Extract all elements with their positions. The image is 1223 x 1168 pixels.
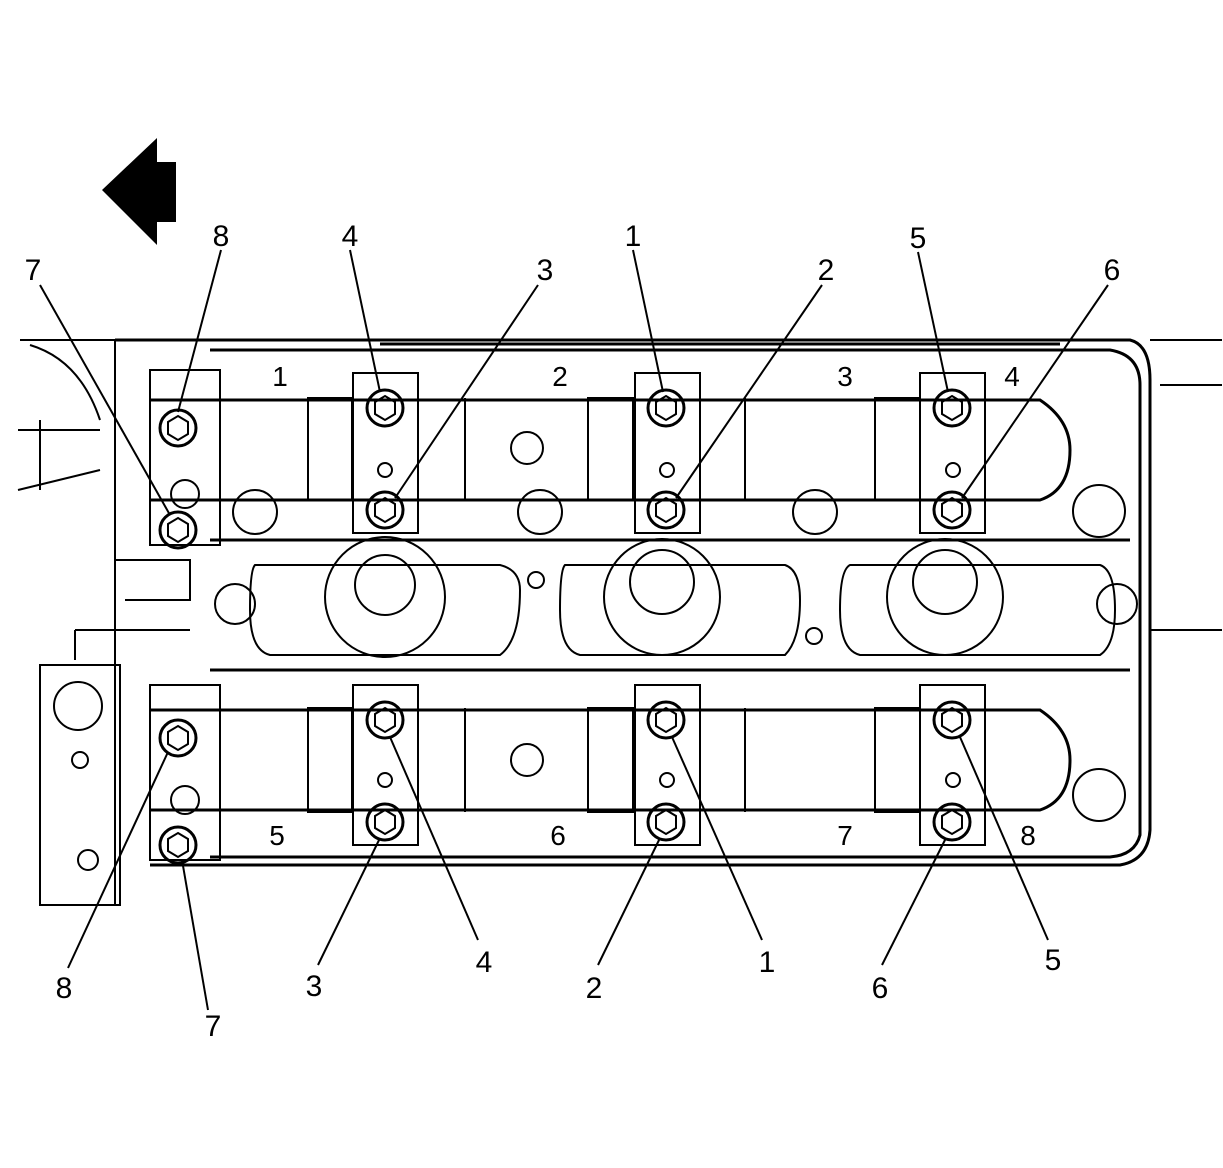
callout-label: 4 xyxy=(342,220,359,253)
lower-callouts: 8 7 3 4 2 1 6 5 xyxy=(56,944,1062,1043)
bolt-icon xyxy=(158,825,198,865)
callout-label: 3 xyxy=(537,254,554,287)
callout-label: 6 xyxy=(1104,254,1121,287)
upper-camshaft xyxy=(149,369,1072,546)
bolt-icon xyxy=(158,718,198,758)
callout-label: 8 xyxy=(56,972,73,1005)
callout-label: 2 xyxy=(586,972,603,1005)
lower-journal-labels: 5 6 7 8 xyxy=(269,820,1036,851)
callout-label: 1 xyxy=(759,946,776,979)
journal-label: 8 xyxy=(1020,820,1036,851)
journal-label: 1 xyxy=(272,361,288,392)
bolt-icon xyxy=(365,490,405,530)
bolt-icon xyxy=(158,408,198,448)
lower-camshaft xyxy=(71,684,1072,871)
bolt-icon xyxy=(646,700,686,740)
bolt-icon xyxy=(365,388,405,428)
callout-label: 1 xyxy=(625,220,642,253)
bolt-icon xyxy=(646,388,686,428)
callout-label: 7 xyxy=(25,254,42,287)
bolt-icon xyxy=(646,802,686,842)
upper-journal-labels: 1 2 3 4 xyxy=(272,361,1020,392)
lower-bolts xyxy=(158,700,972,865)
journal-label: 3 xyxy=(837,361,853,392)
bolt-icon xyxy=(646,490,686,530)
callout-label: 5 xyxy=(1045,944,1062,977)
bolt-icon xyxy=(365,700,405,740)
bolt-icon xyxy=(158,510,198,550)
bolt-icon xyxy=(932,802,972,842)
journal-label: 2 xyxy=(552,361,568,392)
callout-label: 8 xyxy=(213,220,230,253)
callout-label: 5 xyxy=(910,222,927,255)
journal-label: 7 xyxy=(837,820,853,851)
journal-label: 6 xyxy=(550,820,566,851)
journal-label: 5 xyxy=(269,820,285,851)
callout-label: 4 xyxy=(476,946,493,979)
callout-label: 3 xyxy=(306,970,323,1003)
callout-label: 2 xyxy=(818,254,835,287)
upper-callouts: 8 7 4 3 1 2 5 6 xyxy=(25,220,1121,287)
bolt-icon xyxy=(932,700,972,740)
leader-lines xyxy=(39,249,1109,1011)
upper-bolts xyxy=(158,388,972,550)
callout-label: 6 xyxy=(872,972,889,1005)
arrow-left-icon xyxy=(102,138,176,245)
bolt-icon xyxy=(365,802,405,842)
cylinder-head-outline xyxy=(17,338,1222,906)
journal-label: 4 xyxy=(1004,361,1020,392)
callout-label: 7 xyxy=(205,1010,222,1043)
bolt-icon xyxy=(932,490,972,530)
bolt-icon xyxy=(932,388,972,428)
